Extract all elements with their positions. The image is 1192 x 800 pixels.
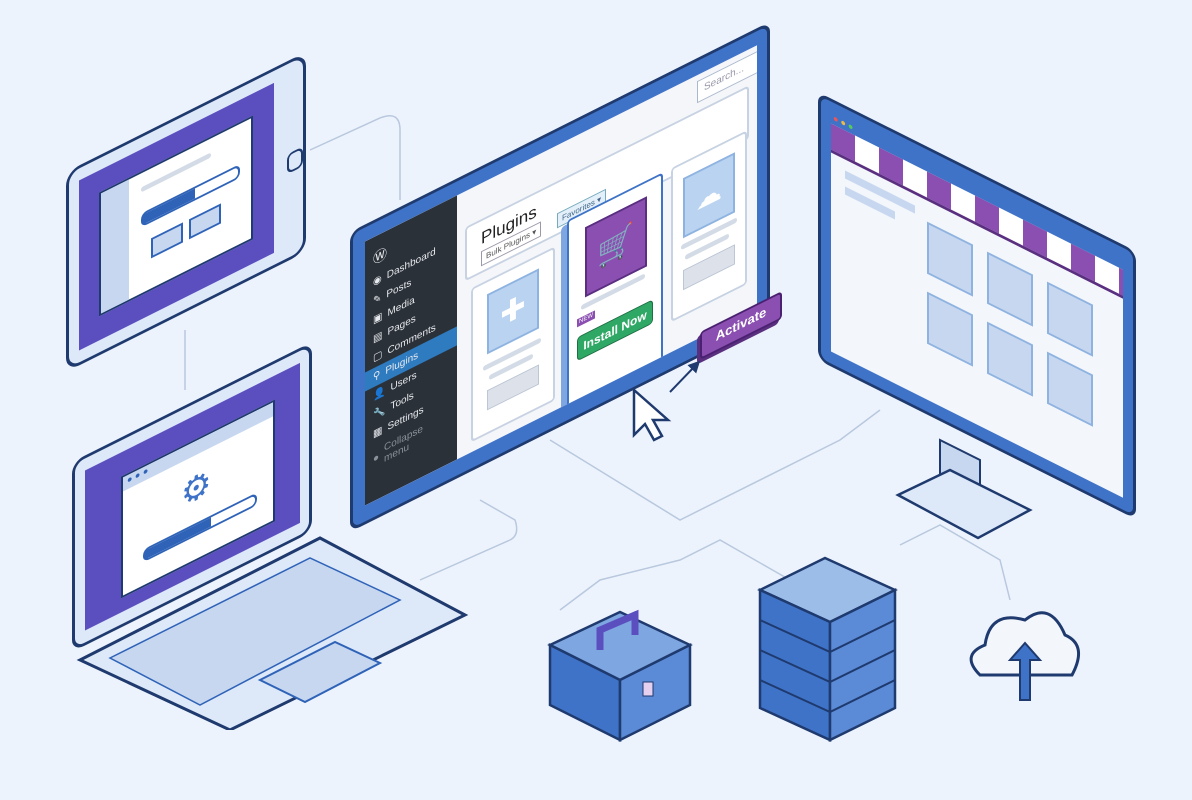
gear-icon: ⚙ [181,462,212,516]
comment-icon: ▢ [373,348,383,365]
plug-icon: ⚲ [373,368,381,384]
new-badge: NEW [577,310,595,328]
pages-icon: ▤ [373,329,383,346]
cursor-icon [632,360,701,442]
server-stack-icon [757,556,898,743]
laptop-keyboard [76,536,469,730]
cart-icon: 🛒 [585,196,647,298]
tablet-dialog [99,115,253,317]
media-icon: ▣ [373,310,383,327]
pin-icon: ✎ [373,292,382,308]
monitor-stand [895,438,1033,540]
admin-sidebar: Ⓦ ◉Dashboard ✎Posts ▣Media ▤Pages ▢Comme… [365,195,457,506]
collapse-icon: ● [373,450,380,465]
toolbox-icon [547,609,693,743]
dashboard-icon: ◉ [373,273,382,289]
cloud-upload-icon [969,611,1081,701]
home-button [287,146,303,175]
settings-icon: ▦ [373,424,383,441]
plugin-card: ✚ [471,246,555,443]
